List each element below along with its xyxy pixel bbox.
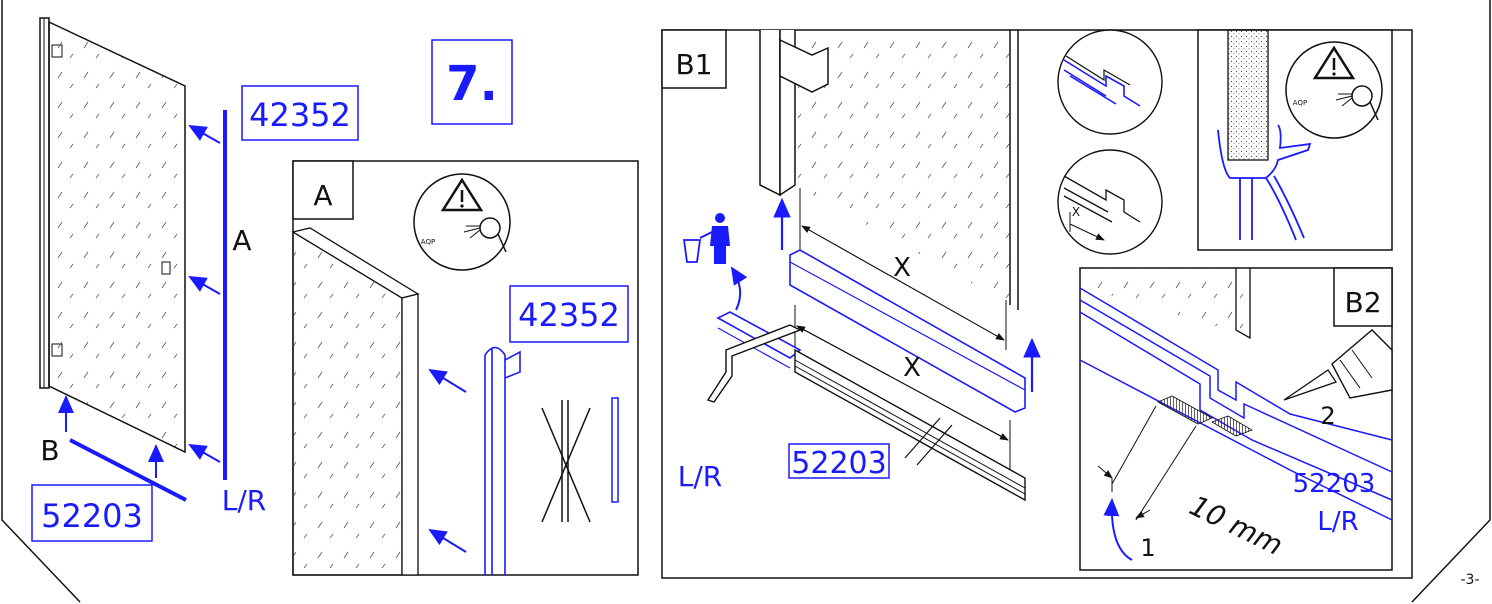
door-overview xyxy=(39,17,227,502)
panel-a-part-label: 42352 xyxy=(518,296,620,334)
panel-b2-part-label: 52203 xyxy=(1293,469,1376,499)
part-box-52203 xyxy=(31,484,153,542)
detail-x-label: X xyxy=(1072,205,1080,219)
panel-a-part-box xyxy=(509,285,629,343)
panel-b2 xyxy=(1079,267,1393,571)
trash-bin-icon xyxy=(682,213,730,264)
part-label-52203: 52203 xyxy=(41,497,143,535)
part-label-42352: 42352 xyxy=(249,96,351,134)
panel-b1-title: B1 xyxy=(675,48,712,81)
dimension-x-bottom: X xyxy=(903,353,921,383)
warning-icon-b1 xyxy=(1285,41,1383,139)
panel-b1-side-label: L/R xyxy=(678,460,723,493)
part-box-42352 xyxy=(241,85,359,141)
step-1-label: 1 xyxy=(1140,534,1155,562)
panel-b2-title: B2 xyxy=(1344,286,1381,319)
warning-text-b1: AQP xyxy=(1293,99,1307,107)
warning-icon xyxy=(413,173,511,271)
step-box xyxy=(431,39,513,125)
panel-b1-part-box xyxy=(788,443,890,479)
panel-b1-part-label: 52203 xyxy=(791,446,886,481)
step-number: 7. xyxy=(446,56,498,112)
panel-b2-side-label: L/R xyxy=(1317,507,1358,537)
dimension-x-top: X xyxy=(893,253,911,283)
side-label: L/R xyxy=(222,484,267,517)
label-a: A xyxy=(232,224,251,257)
silicone-gun-icon xyxy=(1283,329,1393,401)
page-number: -3- xyxy=(1460,572,1479,588)
step-2-label: 2 xyxy=(1320,402,1335,430)
label-b: B xyxy=(40,434,59,467)
panel-a-title: A xyxy=(313,179,332,212)
warning-text: AQP xyxy=(421,238,435,246)
